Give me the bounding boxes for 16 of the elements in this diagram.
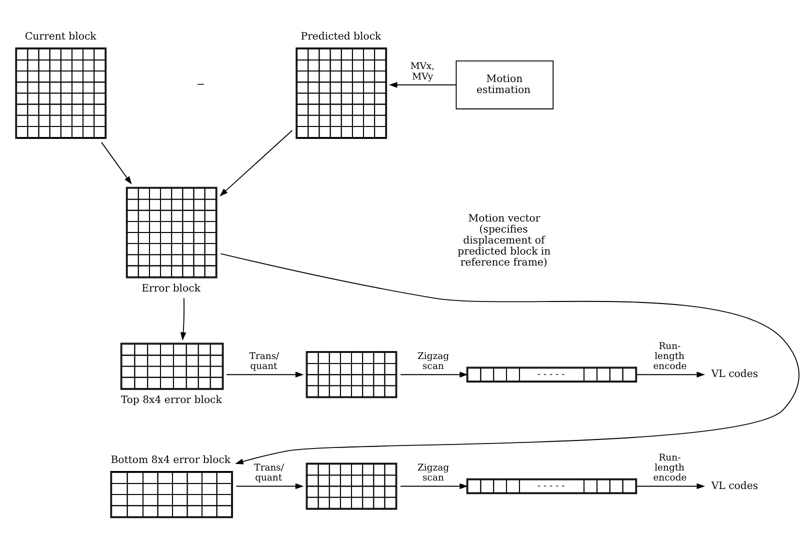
edge-label: Trans/ quant bbox=[254, 462, 284, 484]
node-text: VL codes bbox=[711, 480, 758, 492]
edge-label: MVx, MVy bbox=[410, 60, 435, 82]
node-label: Bottom 8x4 error block bbox=[110, 454, 231, 466]
node-label: Top 8x4 error block bbox=[120, 394, 222, 406]
node-label: Predicted block bbox=[300, 31, 382, 42]
node-label: Error block bbox=[142, 282, 200, 294]
node-text: VL codes bbox=[711, 368, 758, 380]
edge-label: Trans/ quant bbox=[249, 350, 280, 372]
edge-label: Run- length encode bbox=[653, 340, 687, 372]
edge-label: Zigzag scan bbox=[417, 462, 449, 484]
node-label: Current block bbox=[24, 31, 96, 42]
edge-label: Zigzag scan bbox=[417, 350, 449, 372]
label: − bbox=[196, 78, 205, 90]
label: Motion vector (specifies displacement of predicted block in reference frame) bbox=[458, 212, 551, 268]
edge-label: Run- length encode bbox=[653, 452, 687, 484]
